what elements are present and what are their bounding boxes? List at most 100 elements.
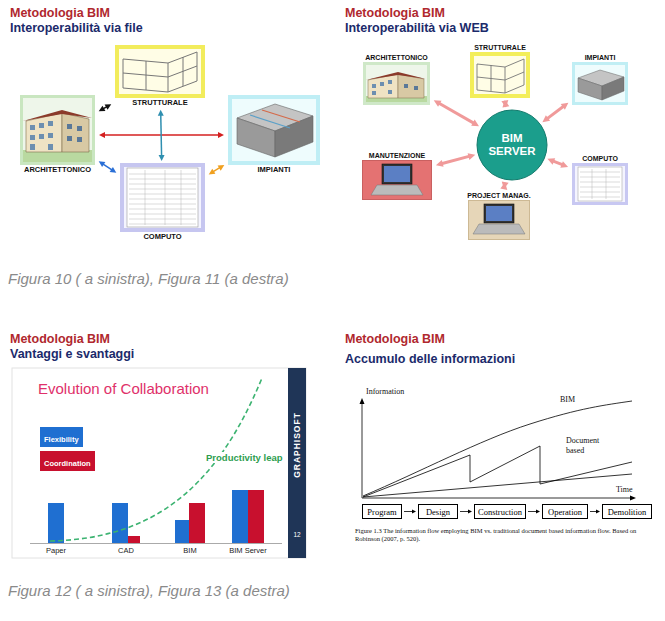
node-label: COMPUTO	[570, 154, 630, 163]
arrow-head	[110, 167, 117, 173]
building-picture	[77, 137, 82, 142]
chart-title: Evolution of Collaboration	[38, 380, 209, 398]
laptop-picture	[362, 160, 432, 200]
building-picture	[388, 90, 392, 94]
structure-model: STRUTTURALE	[468, 43, 532, 98]
panel-subtitle: Interoperabilità via WEB	[345, 21, 489, 36]
mep-picture	[572, 62, 628, 105]
arrow-head	[158, 110, 164, 116]
spreadsheet-picture	[129, 209, 196, 210]
mep-picture	[228, 95, 320, 165]
bar-chart	[175, 520, 189, 543]
legend-label: Flexibility	[44, 435, 79, 444]
node-label: PROJECT MANAG.	[465, 191, 533, 200]
building-picture	[366, 72, 426, 80]
bar-chart	[232, 490, 248, 543]
node-label: ARCHITETTONICO	[361, 53, 432, 62]
structure-picture	[491, 65, 492, 91]
laptop-picture	[468, 200, 530, 240]
laptop-picture	[473, 224, 525, 234]
panel-subtitle: Interoperabilità via file	[10, 21, 143, 36]
picture-frame	[228, 95, 320, 165]
spreadsheet-picture	[129, 174, 196, 175]
legend-swatch: Coordination	[40, 451, 95, 471]
connector	[99, 161, 117, 172]
architecture-model: ARCHITETTONICO	[18, 95, 97, 175]
arrow-head	[471, 120, 479, 127]
mep-picture	[228, 95, 320, 165]
arrow-head	[468, 510, 472, 514]
picture-frame	[120, 163, 205, 232]
node-label: Construction	[478, 507, 522, 517]
spreadsheet-picture	[580, 187, 620, 188]
mep-picture	[602, 77, 624, 100]
building-picture	[380, 82, 384, 86]
structure-picture	[123, 66, 197, 77]
mep-picture	[572, 62, 628, 105]
spreadsheet-picture	[129, 184, 196, 185]
connector	[99, 104, 112, 111]
axis-label: CAD	[111, 546, 141, 555]
source-caption: Figure 1.3 The information flow employin…	[355, 527, 655, 543]
server-circle: BIM SERVER	[476, 109, 548, 181]
connector	[158, 110, 165, 161]
building-picture	[30, 135, 35, 140]
connector-line	[528, 511, 537, 512]
structure-picture	[183, 57, 184, 86]
connector-line	[553, 161, 563, 165]
structure-picture	[470, 52, 530, 98]
structure-picture	[146, 61, 147, 90]
building-picture	[67, 124, 72, 129]
structure-picture	[123, 59, 124, 88]
arrow-head	[209, 169, 216, 175]
arrow-head	[99, 161, 106, 167]
spreadsheet-picture	[572, 163, 628, 205]
laptop-picture	[362, 160, 432, 200]
structure-picture	[505, 67, 506, 93]
structure-picture	[470, 52, 530, 98]
spreadsheet-picture	[120, 163, 205, 232]
building-picture	[368, 74, 398, 98]
cost-estimate: COMPUTO	[570, 154, 630, 205]
spreadsheet-picture	[120, 163, 205, 232]
panel-title: Metodologia BIM	[345, 332, 445, 347]
arrow-head	[560, 161, 568, 168]
mep-model: IMPIANTI	[570, 53, 630, 105]
connector-line	[160, 115, 162, 157]
connector-line	[590, 511, 597, 512]
building-picture	[30, 144, 35, 150]
phase-box: Design	[418, 504, 458, 519]
panel-subtitle: Accumulo delle informazioni	[345, 352, 515, 367]
building-picture	[20, 95, 95, 165]
legend-swatch: Flexibility	[40, 427, 83, 447]
curve-label: BIM	[560, 395, 575, 405]
building-picture	[48, 133, 53, 138]
laptop-picture	[468, 200, 530, 240]
spreadsheet-picture	[580, 177, 620, 178]
arrow-head	[502, 100, 509, 107]
spreadsheet-picture	[165, 170, 166, 225]
building-picture	[372, 91, 376, 95]
structure-model: STRUTTURALE	[113, 45, 207, 108]
axis-label: Information	[366, 387, 404, 397]
connector	[501, 100, 509, 108]
axis-label: Time	[616, 485, 633, 495]
panel-title: Metodologia BIM	[345, 6, 445, 21]
connector-line	[460, 511, 469, 512]
arrow-head	[547, 158, 555, 165]
arrow-head	[542, 115, 550, 122]
information-chart	[362, 402, 363, 498]
spreadsheet-picture	[580, 172, 620, 173]
bar-chart	[12, 368, 306, 558]
axis-label: BIM Server	[226, 546, 270, 555]
connector	[460, 510, 472, 514]
spreadsheet-picture	[592, 169, 593, 199]
connector-line	[439, 103, 475, 123]
building-picture	[39, 123, 44, 128]
legend-label: Coordination	[44, 459, 91, 468]
structure-picture	[123, 81, 197, 92]
building-picture	[20, 95, 95, 165]
building-picture	[67, 136, 72, 141]
architecture-model: ARCHITETTONICO	[361, 53, 432, 105]
